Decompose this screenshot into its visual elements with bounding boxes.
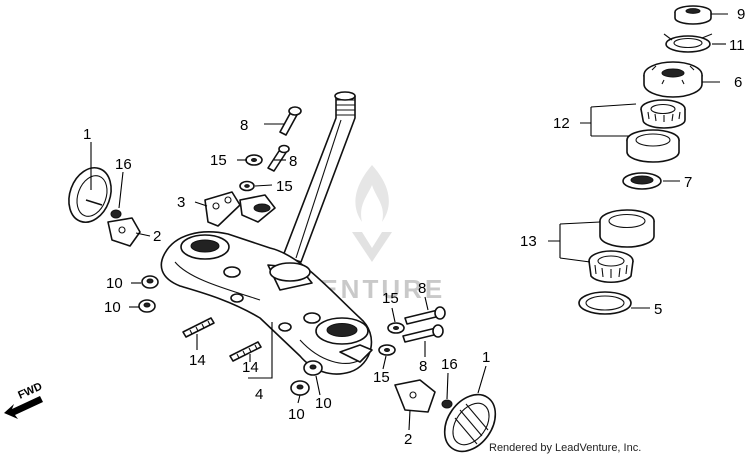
fwd-arrow: FWD <box>4 381 44 419</box>
stud-bolt-a <box>182 317 215 338</box>
reflector-bracket-left <box>107 217 141 247</box>
callout-11: 11 <box>729 37 745 54</box>
lower-bolt-b <box>402 324 444 343</box>
callout-7: 7 <box>684 174 692 191</box>
callout-labels: 9 11 6 12 7 13 5 8 15 8 15 3 1 16 2 10 1… <box>83 6 745 448</box>
callout-2-right: 2 <box>404 431 412 448</box>
lock-washer <box>663 33 713 53</box>
callout-6: 6 <box>734 74 742 91</box>
washer-upper-b <box>239 180 255 192</box>
callout-10-d: 10 <box>315 395 332 412</box>
headlight-bracket <box>204 191 276 227</box>
nut-left-16 <box>110 209 122 219</box>
lower-bolt-a <box>404 306 446 325</box>
callout-16-left: 16 <box>115 156 132 173</box>
callout-10-b: 10 <box>104 299 121 316</box>
callout-15-upper: 15 <box>210 152 227 169</box>
callout-8-upper: 8 <box>240 117 248 134</box>
bearing-adjust-nut <box>643 61 703 98</box>
bottom-bridge <box>160 231 373 375</box>
nut-right-16 <box>441 399 453 409</box>
render-credit: Rendered by LeadVenture, Inc. <box>489 442 642 454</box>
cap-nut-c <box>290 380 310 396</box>
callout-3: 3 <box>177 194 185 211</box>
stud-bolt-b <box>229 341 262 362</box>
steering-stem-nut <box>674 5 712 25</box>
callout-2-left: 2 <box>153 228 161 245</box>
reflector-bracket-right <box>394 379 436 413</box>
callout-4: 4 <box>255 386 263 403</box>
callout-1-right: 1 <box>482 349 490 366</box>
callout-8-mid: 8 <box>289 153 297 170</box>
callout-14-b: 14 <box>242 359 259 376</box>
callout-8-lower-b: 8 <box>419 358 427 375</box>
lower-bearing <box>588 209 655 284</box>
callout-9: 9 <box>737 6 745 23</box>
dust-seal-lower <box>578 291 632 315</box>
washer-upper-a <box>245 154 263 166</box>
washer-lower-a <box>387 322 405 334</box>
callout-1-left: 1 <box>83 126 91 143</box>
cap-nut-a <box>141 275 159 289</box>
dust-seal-upper <box>622 172 662 190</box>
upper-bearing-race <box>626 99 686 163</box>
callout-15-mid: 15 <box>276 178 293 195</box>
callout-8-lower-a: 8 <box>418 280 426 297</box>
steering-stem-shaft <box>282 91 356 263</box>
cap-nut-d <box>303 360 323 376</box>
callout-10-a: 10 <box>106 275 123 292</box>
cap-nut-b <box>138 299 156 313</box>
reflector-right <box>443 393 497 453</box>
callout-15-lower-b: 15 <box>373 369 390 386</box>
callout-12: 12 <box>553 115 570 132</box>
callout-13: 13 <box>520 233 537 250</box>
callout-15-lower-a: 15 <box>382 290 399 307</box>
reflector-left <box>68 167 112 223</box>
washer-lower-b <box>378 344 396 356</box>
callout-16-right: 16 <box>441 356 458 373</box>
leader-lines <box>90 13 728 431</box>
callout-14-a: 14 <box>189 352 206 369</box>
callout-5: 5 <box>654 301 662 318</box>
callout-10-c: 10 <box>288 406 305 423</box>
